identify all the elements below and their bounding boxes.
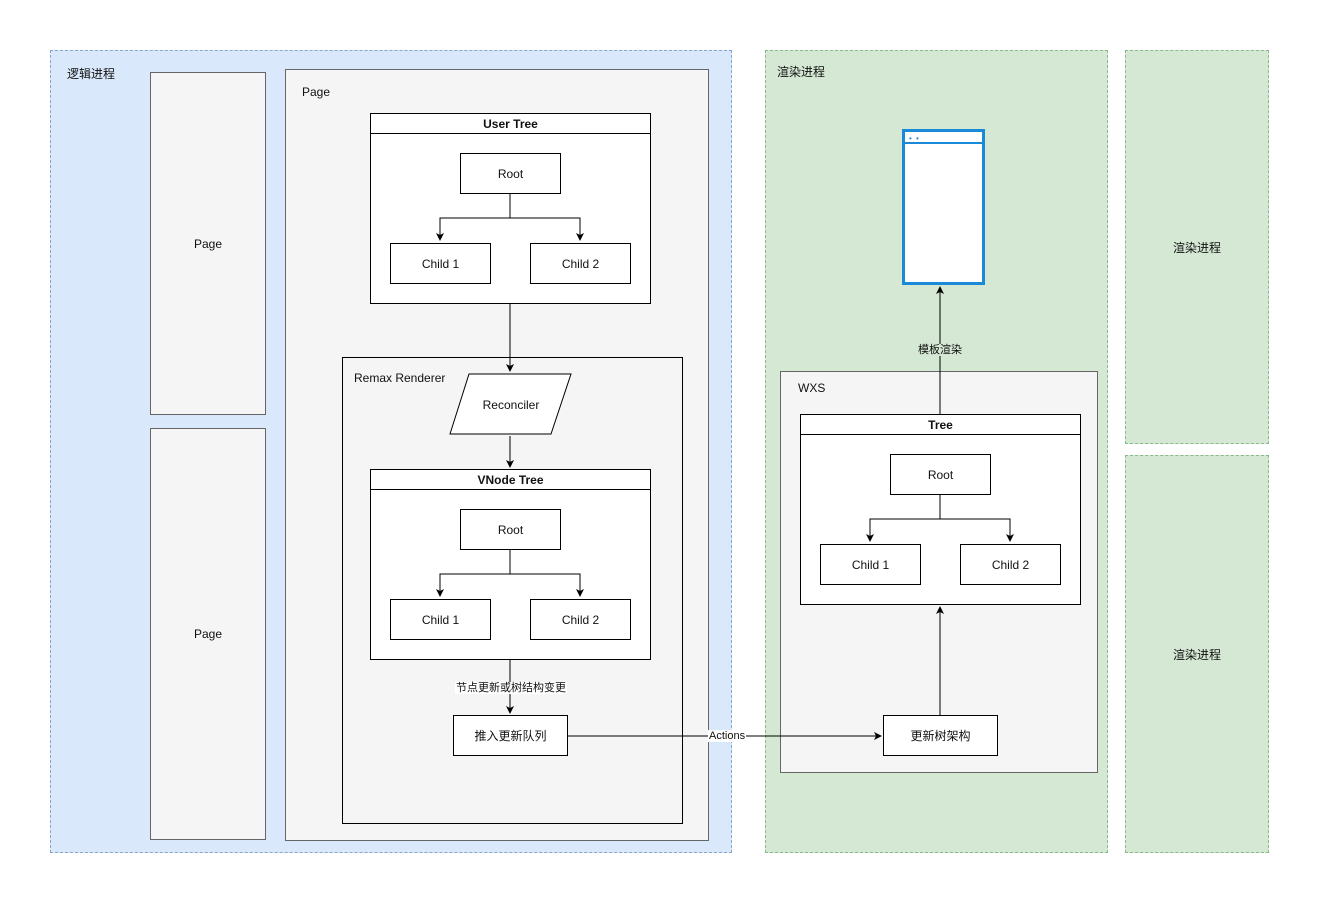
- template-render-edge-label: 模板渲染: [917, 344, 963, 356]
- user-tree-child-1-node: Child 1: [390, 243, 491, 284]
- page-placeholder-1-label: Page: [193, 236, 223, 251]
- phone-dots: • •: [909, 134, 920, 143]
- vnode-tree-root-node: Root: [460, 509, 561, 550]
- reconciler-shape: [449, 373, 572, 435]
- update-tree-structure-node: 更新树架构: [883, 715, 998, 756]
- vnode-tree-edge-left: [436, 550, 511, 597]
- user-tree-title: User Tree: [371, 114, 650, 134]
- reconciler-label: Reconciler: [482, 397, 540, 412]
- phone-status-bar: [905, 142, 982, 144]
- push-update-queue-node: 推入更新队列: [453, 715, 568, 756]
- remax-renderer-label: Remax Renderer: [354, 371, 446, 385]
- user-tree-edge-right: [510, 217, 584, 241]
- user-tree-child-2-node: Child 2: [530, 243, 631, 284]
- user-tree-edge-left: [436, 194, 511, 241]
- node-update-edge-label: 节点更新或树结构变更: [455, 682, 567, 694]
- main-page-label: Page: [302, 85, 331, 99]
- page-placeholder-1: Page: [150, 72, 266, 415]
- wxs-tree-root-node: Root: [890, 454, 991, 495]
- render-process-label: 渲染进程: [777, 65, 826, 79]
- page-placeholder-2: Page: [150, 428, 266, 840]
- wxs-tree-edge-left: [866, 495, 941, 542]
- vnode-tree-child-2-node: Child 2: [530, 599, 631, 640]
- side-render-process-1: 渲染进程: [1125, 50, 1269, 444]
- wxs-tree-title: Tree: [801, 415, 1080, 435]
- side-render-process-2-label: 渲染进程: [1172, 647, 1221, 662]
- wxs-tree-child-2-node: Child 2: [960, 544, 1061, 585]
- wxs-tree-edge-right: [940, 518, 1014, 542]
- logic-process-label: 逻辑进程: [67, 67, 116, 81]
- page-placeholder-2-label: Page: [193, 627, 223, 641]
- side-render-process-1-label: 渲染进程: [1172, 240, 1221, 255]
- wxs-label: WXS: [798, 381, 826, 395]
- actions-edge-label: Actions: [708, 730, 747, 742]
- side-render-process-2: 渲染进程: [1125, 455, 1269, 853]
- vnode-tree-title: VNode Tree: [371, 470, 650, 490]
- vnode-tree-child-1-node: Child 1: [390, 599, 491, 640]
- mobile-screen-icon: • •: [902, 129, 985, 285]
- vnode-tree-edge-right: [510, 573, 584, 597]
- user-tree-root-node: Root: [460, 153, 561, 194]
- wxs-tree-child-1-node: Child 1: [820, 544, 921, 585]
